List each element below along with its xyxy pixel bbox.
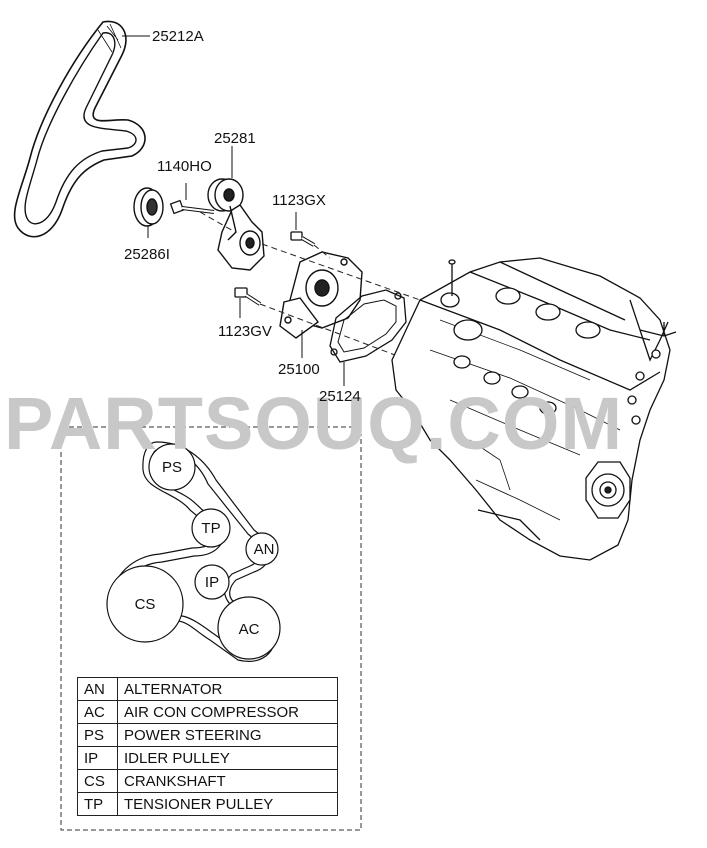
label-25212a: 25212A [152, 28, 204, 45]
label-25100: 25100 [278, 361, 320, 378]
idler-pulley-part [133, 187, 164, 238]
legend-description: POWER STEERING [117, 723, 338, 747]
legend-code: TP [77, 792, 118, 816]
bolt-1140ho [169, 183, 215, 215]
legend-description: ALTERNATOR [117, 677, 338, 701]
watermark: PARTSOUQ.COM [4, 382, 623, 465]
belt-routing-box [60, 426, 362, 831]
legend-code: AN [77, 677, 118, 701]
bolt-1123gx [290, 212, 316, 247]
pulley-an: AN [245, 532, 279, 566]
pulley-tp: TP [191, 508, 231, 548]
pulley-cs: CS [106, 565, 184, 643]
pulley-ps: PS [148, 443, 196, 491]
pulley-tp-label: TP [201, 520, 220, 537]
label-25281: 25281 [214, 130, 256, 147]
pulley-ps-label: PS [162, 459, 182, 476]
engine-block [391, 257, 677, 561]
drive-belt [13, 20, 146, 238]
pulley-an-label: AN [254, 541, 275, 558]
label-25124: 25124 [319, 388, 361, 405]
water-pump-part [279, 251, 363, 358]
legend-code: CS [77, 769, 118, 793]
label-1140ho: 1140HO [157, 158, 212, 175]
legend-code: AC [77, 700, 118, 724]
gasket-part [329, 289, 407, 386]
label-1123gv: 1123GV [218, 323, 272, 340]
pulley-ip: IP [194, 564, 230, 600]
pulley-ac: AC [217, 596, 281, 660]
legend-code: IP [77, 746, 118, 770]
tensioner-part [207, 146, 265, 271]
legend-description: AIR CON COMPRESSOR [117, 700, 338, 724]
legend-code: PS [77, 723, 118, 747]
legend-description: TENSIONER PULLEY [117, 792, 338, 816]
label-25286i: 25286I [124, 246, 170, 263]
legend-description: IDLER PULLEY [117, 746, 338, 770]
bolt-1123gv [234, 287, 262, 318]
label-1123gx: 1123GX [272, 192, 326, 209]
pulley-ip-label: IP [205, 574, 219, 591]
pulley-ac-label: AC [239, 621, 260, 638]
legend-description: CRANKSHAFT [117, 769, 338, 793]
pulley-cs-label: CS [135, 596, 156, 613]
